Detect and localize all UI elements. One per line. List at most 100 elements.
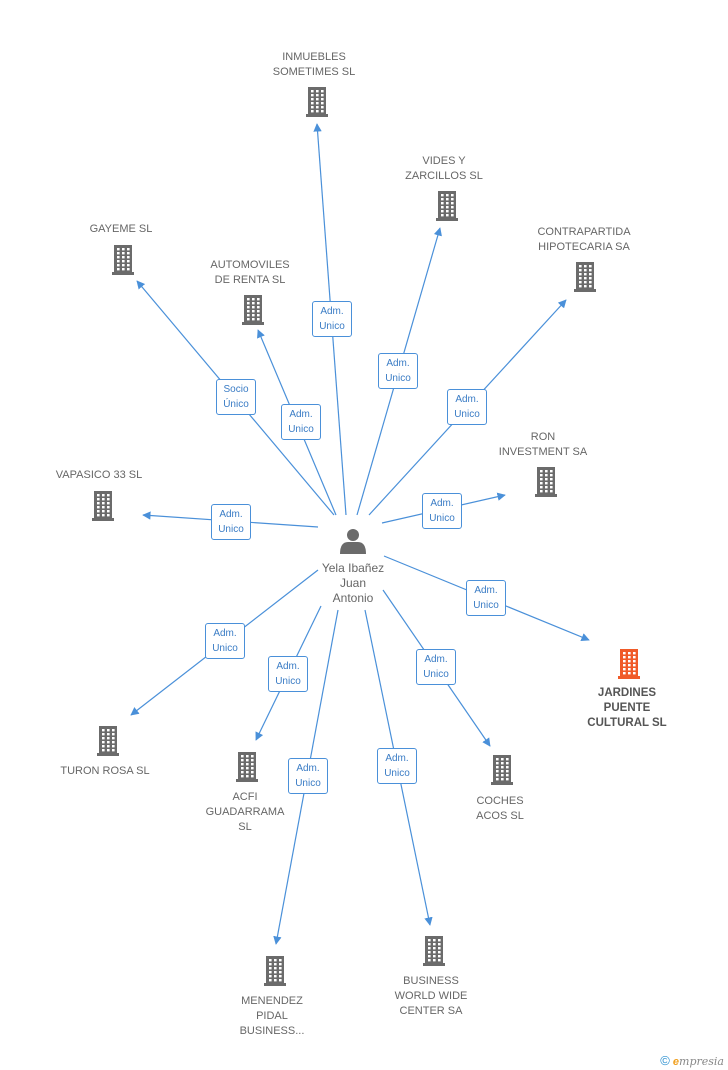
- company-name-line: DE RENTA SL: [214, 274, 286, 286]
- company-label-vides[interactable]: VIDES Y ZARCILLOS SL: [369, 154, 519, 184]
- company-name-line: ZARCILLOS SL: [405, 170, 483, 182]
- edge-label-vapasico[interactable]: Adm. Unico: [211, 504, 251, 540]
- edge-label-line: Unico: [212, 643, 238, 654]
- edge-label-business[interactable]: Adm. Unico: [377, 748, 417, 784]
- company-label-business[interactable]: BUSINESS WORLD WIDE CENTER SA: [356, 974, 506, 1019]
- company-label-coches[interactable]: COCHES ACOS SL: [425, 794, 575, 824]
- company-name-line: SOMETIMES SL: [272, 66, 356, 78]
- edge-label-contrapartida[interactable]: Adm.Unico: [447, 389, 487, 425]
- company-name-line: SL: [238, 821, 252, 833]
- company-name-line: PIDAL: [256, 1010, 288, 1022]
- building-icon-vides[interactable]: [436, 191, 458, 221]
- edge-label-line: Unico: [385, 373, 411, 384]
- edge-label-line: Adm.: [385, 753, 409, 764]
- edge-label-line: Unico: [275, 676, 301, 687]
- person-icon[interactable]: [340, 529, 366, 554]
- edge-label-line: Adm.: [386, 358, 410, 369]
- company-name-line: JARDINES: [597, 687, 657, 699]
- company-label-vapasico[interactable]: VAPASICO 33 SL: [24, 468, 174, 483]
- edge-label-vides[interactable]: Adm. Unico: [378, 353, 418, 389]
- building-icon-menendez[interactable]: [264, 956, 286, 986]
- edge-label-line: Adm.: [474, 585, 498, 596]
- company-name-line: GAYEME SL: [89, 223, 153, 235]
- edge-label-line: Adm.: [213, 628, 237, 639]
- company-label-inmuebles[interactable]: INMUEBLES SOMETIMES SL: [239, 50, 389, 80]
- edge-label-turon[interactable]: Adm. Unico: [205, 623, 245, 659]
- edge-label-line: Único: [223, 399, 249, 410]
- edge-label-line: Adm.: [276, 661, 300, 672]
- building-icon-inmuebles[interactable]: [306, 87, 328, 117]
- edge-label-line: Adm.: [424, 654, 448, 665]
- footer-brand: © empresia: [660, 1053, 724, 1068]
- brand-name: mpresia: [679, 1055, 724, 1068]
- icons-layer: [92, 87, 640, 986]
- edge-label-line: Unico: [473, 600, 499, 611]
- building-icon-turon[interactable]: [97, 726, 119, 756]
- edge-label-jardines[interactable]: Adm. Unico: [466, 580, 506, 616]
- edge-label-line: Socio: [223, 384, 249, 395]
- building-icon-gayeme[interactable]: [112, 245, 134, 275]
- building-icon-jardines[interactable]: [618, 649, 640, 679]
- edge-label-menendez[interactable]: Adm. Unico: [288, 758, 328, 794]
- edge-label-line: Adm.: [320, 306, 344, 317]
- company-name-line: CONTRAPARTIDA: [537, 226, 631, 238]
- company-name-line: BUSINESS: [403, 975, 459, 987]
- edge-label-line: Unico: [423, 669, 449, 680]
- company-name-line: GUADARRAMA: [205, 806, 285, 818]
- company-label-jardines[interactable]: JARDINES PUENTE CULTURAL SL: [552, 686, 702, 731]
- copyright-symbol: ©: [660, 1053, 670, 1068]
- company-name-line: INMUEBLES: [282, 51, 346, 63]
- edge-label-automoviles[interactable]: Adm.Unico: [281, 404, 321, 440]
- company-name-line: TURON ROSA SL: [60, 765, 150, 777]
- edge-label-line: Adm.: [430, 498, 454, 509]
- building-icon-coches[interactable]: [491, 755, 513, 785]
- company-label-automoviles[interactable]: AUTOMOVILES DE RENTA SL: [175, 258, 325, 288]
- company-name-line: HIPOTECARIA SA: [538, 241, 630, 253]
- company-name-line: CENTER SA: [399, 1005, 463, 1017]
- brand-initial: e: [672, 1056, 680, 1068]
- edge-label-line: Adm.: [289, 409, 313, 420]
- edge-label-inmuebles[interactable]: Adm. Unico: [312, 301, 352, 337]
- person-name-line: Yela Ibañez: [321, 561, 385, 575]
- person-name-line: Juan: [339, 576, 367, 590]
- company-label-turon[interactable]: TURON ROSA SL: [30, 764, 180, 779]
- building-icon-business[interactable]: [423, 936, 445, 966]
- building-icon-contrapartida[interactable]: [574, 262, 596, 292]
- edge-label-coches[interactable]: Adm. Unico: [416, 649, 456, 685]
- building-icon-automoviles[interactable]: [242, 295, 264, 325]
- company-name-line: PUENTE: [603, 702, 651, 714]
- company-name-line: VIDES Y: [422, 155, 466, 167]
- company-name-line: CULTURAL SL: [587, 717, 667, 729]
- person-name-line: Antonio: [332, 591, 374, 605]
- company-label-ron[interactable]: RON INVESTMENT SA: [468, 430, 618, 460]
- building-icon-ron[interactable]: [535, 467, 557, 497]
- edge-label-acfi[interactable]: Adm. Unico: [268, 656, 308, 692]
- company-name-line: MENENDEZ: [241, 995, 303, 1007]
- company-name-line: BUSINESS...: [239, 1025, 305, 1037]
- company-label-contrapartida[interactable]: CONTRAPARTIDA HIPOTECARIA SA: [509, 225, 659, 255]
- company-name-line: RON: [530, 431, 556, 443]
- edge-label-line: Unico: [384, 768, 410, 779]
- building-icon-vapasico[interactable]: [92, 491, 114, 521]
- company-name-line: VAPASICO 33 SL: [55, 469, 143, 481]
- edge-label-ron[interactable]: Adm. Unico: [422, 493, 462, 529]
- company-label-menendez[interactable]: MENENDEZ PIDAL BUSINESS...: [197, 994, 347, 1039]
- company-name-line: WORLD WIDE: [394, 990, 468, 1002]
- edge-label-line: Unico: [454, 409, 480, 420]
- edge-label-line: Unico: [218, 524, 244, 535]
- edge-label-line: Adm.: [219, 509, 243, 520]
- building-icon-acfi[interactable]: [236, 752, 258, 782]
- edge-label-line: Adm.: [296, 763, 320, 774]
- edge-label-line: Unico: [295, 778, 321, 789]
- edge-label-line: Unico: [429, 513, 455, 524]
- company-name-line: INVESTMENT SA: [498, 446, 588, 458]
- edge-label-line: Unico: [319, 321, 345, 332]
- company-name-line: AUTOMOVILES: [210, 259, 290, 271]
- company-name-line: ACOS SL: [476, 810, 524, 822]
- company-label-gayeme[interactable]: GAYEME SL: [46, 222, 196, 237]
- company-name-line: COCHES: [476, 795, 524, 807]
